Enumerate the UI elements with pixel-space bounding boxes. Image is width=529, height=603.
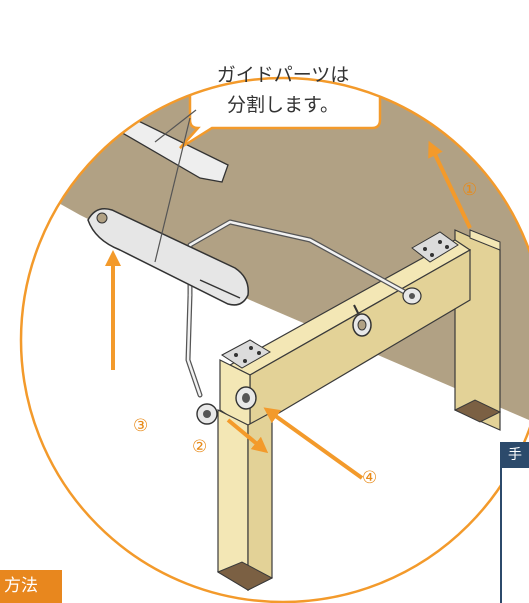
eye-bolt <box>352 304 372 337</box>
step-number-2: ② <box>192 437 208 457</box>
tabletop-edge <box>385 78 529 95</box>
arrow-icon <box>226 418 269 454</box>
guide-part <box>87 208 249 306</box>
hinge-left <box>221 339 271 369</box>
side-panel-header: 手 <box>502 442 529 468</box>
callout-leader-1 <box>154 117 191 263</box>
method-label: 方法 <box>0 570 62 603</box>
arrow-icon <box>428 140 472 229</box>
hinge-right <box>411 231 459 263</box>
detail-circle-outline <box>19 76 529 603</box>
side-panel: 手 <box>500 442 529 603</box>
arrow-icon <box>263 407 364 480</box>
step-number-4: ④ <box>362 468 378 488</box>
callout-leader-2 <box>154 109 197 143</box>
step-number-1: ① <box>462 180 478 200</box>
step-number-3: ③ <box>133 416 149 436</box>
